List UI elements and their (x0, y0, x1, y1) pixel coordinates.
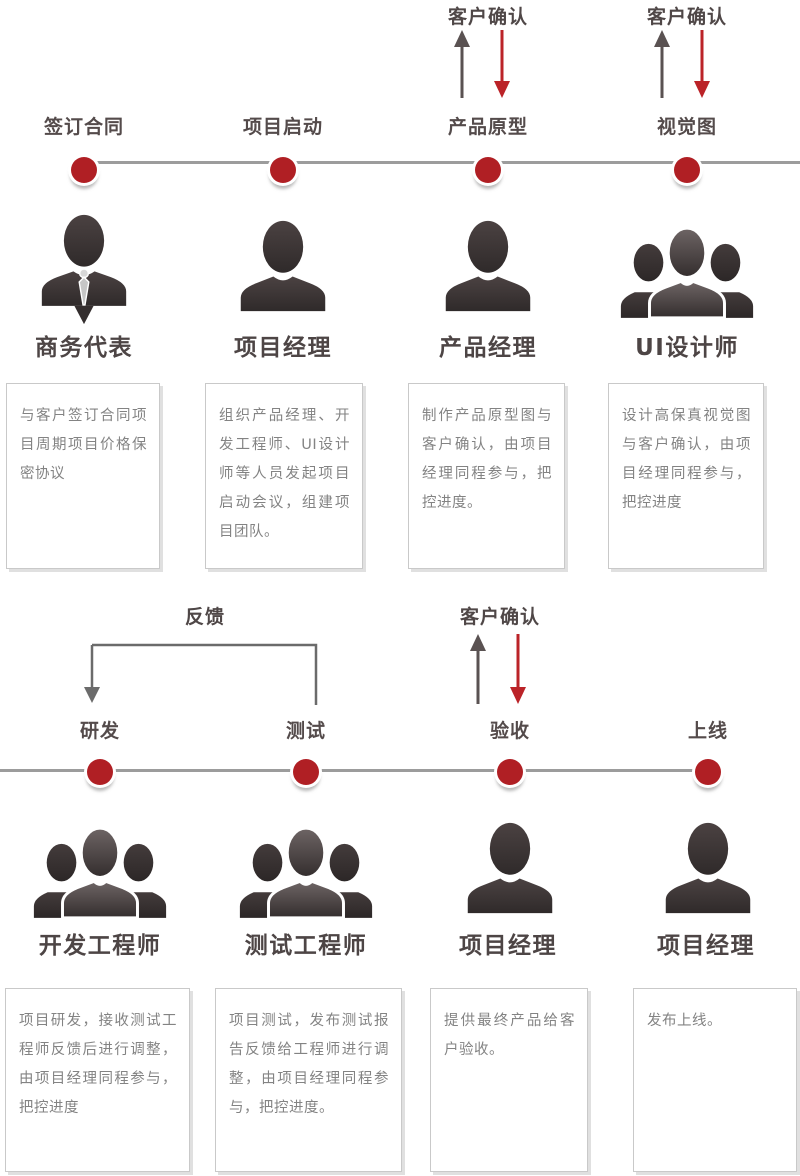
stage-label: 产品原型 (447, 116, 529, 138)
group-icon (32, 826, 168, 920)
confirm-arrows (454, 30, 510, 98)
stage-label: 项目启动 (242, 116, 324, 138)
feedback-label: 反馈 (184, 606, 226, 628)
up-arrow-icon (454, 30, 470, 98)
description-box: 提供最终产品给客户验收。 (430, 988, 588, 1172)
role-label: 商务代表 (35, 335, 133, 361)
timeline-line (84, 161, 800, 164)
up-arrow-icon (470, 634, 486, 704)
role-label: 产品经理 (439, 335, 537, 361)
timeline-dot (475, 157, 501, 183)
person-icon (240, 220, 326, 312)
feedback-loop-arrow (84, 643, 318, 705)
description-box: 发布上线。 (633, 988, 797, 1172)
down-arrow-icon (494, 30, 510, 98)
stage-label: 验收 (489, 720, 531, 742)
timeline-dot (695, 759, 721, 785)
timeline-dot (674, 157, 700, 183)
stage-label: 签订合同 (43, 116, 125, 138)
confirm-arrows (654, 30, 710, 98)
role-label: UI设计师 (635, 335, 739, 361)
timeline-dot (497, 759, 523, 785)
stage-label: 测试 (285, 720, 327, 742)
up-arrow-icon (654, 30, 670, 98)
role-label: 项目经理 (234, 335, 332, 361)
timeline-dot (87, 759, 113, 785)
confirm-label: 客户确认 (646, 6, 728, 28)
description-box: 项目研发，接收测试工程师反馈后进行调整，由项目经理同程参与，把控进度 (5, 988, 190, 1172)
description-box: 组织产品经理、开发工程师、UI设计师等人员发起项目启动会议，组建项目团队。 (205, 383, 363, 569)
timeline-dot (270, 157, 296, 183)
description-box: 制作产品原型图与客户确认，由项目经理同程参与，把控进度。 (408, 383, 565, 569)
role-label: 开发工程师 (38, 933, 162, 959)
description-box: 与客户签订合同项目周期项目价格保密协议 (6, 383, 160, 569)
description-box: 项目测试，发布测试报告反馈给工程师进行调整，由项目经理同程参与，把控进度。 (215, 988, 402, 1172)
group-icon (619, 226, 755, 320)
person-icon (445, 220, 531, 312)
person-tie-icon (41, 214, 127, 325)
confirm-label: 客户确认 (459, 606, 541, 628)
role-label: 项目经理 (657, 933, 755, 959)
role-label: 测试工程师 (244, 933, 368, 959)
timeline-dot (293, 759, 319, 785)
stage-label: 上线 (687, 720, 729, 742)
down-arrow-icon (510, 634, 526, 704)
timeline-dot (71, 157, 97, 183)
timeline-line (0, 769, 712, 772)
stage-label: 视觉图 (656, 116, 718, 138)
down-arrow-icon (694, 30, 710, 98)
description-box: 设计高保真视觉图与客户确认，由项目经理同程参与，把控进度 (608, 383, 764, 569)
stage-label: 研发 (79, 720, 121, 742)
confirm-label: 客户确认 (447, 6, 529, 28)
person-icon (665, 822, 751, 914)
role-label: 项目经理 (459, 933, 557, 959)
person-icon (467, 822, 553, 914)
group-icon (238, 826, 374, 920)
confirm-arrows (470, 634, 526, 704)
